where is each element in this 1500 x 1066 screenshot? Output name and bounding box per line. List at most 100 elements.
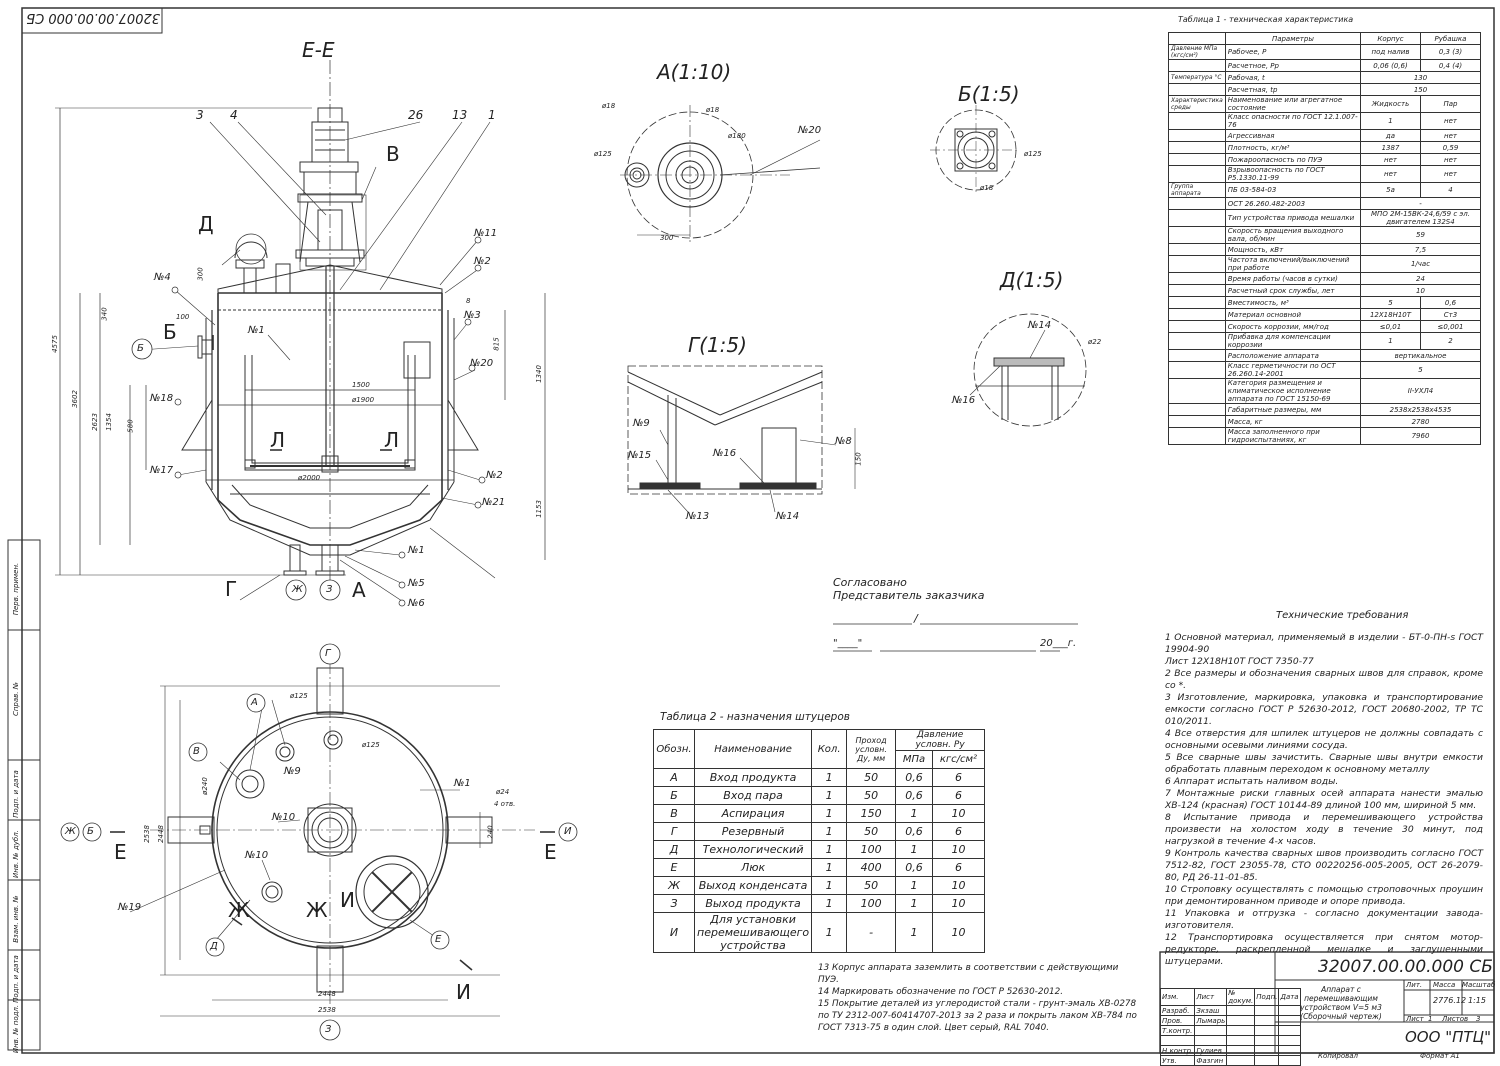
- pos-13: №13: [686, 511, 710, 522]
- nozzle-designation: Д: [653, 840, 695, 859]
- requirement-item: 10 Строповку осуществлять с помощью стро…: [1165, 884, 1483, 907]
- view-b: [930, 105, 1020, 195]
- side-stamp-label: Перв. примен.: [12, 562, 20, 616]
- pos-2b: №2: [486, 470, 503, 481]
- table1-value: 5: [1360, 361, 1481, 379]
- table1-value: 7960: [1360, 427, 1481, 445]
- table1-value: 1/час: [1360, 255, 1481, 273]
- format-label: Формат A1: [1420, 1052, 1460, 1060]
- table1-param: Рабочее, Р: [1224, 44, 1362, 60]
- table1-value-body: 5а: [1360, 182, 1421, 198]
- table1-group: [1168, 349, 1226, 362]
- dim-1900: ø1900: [352, 396, 375, 404]
- stamp-role: Разраб.: [1159, 1005, 1196, 1016]
- nozzle-name: Для установки перемешивающего устройства: [693, 912, 813, 953]
- dim-125-plan-b: ø125: [362, 741, 380, 749]
- callout-1: 1: [488, 108, 496, 122]
- stamp-row: Н.контр.Гулиев: [1159, 1045, 1301, 1056]
- stamp-header: № докум.: [1226, 988, 1256, 1006]
- stamp-date: [1254, 1025, 1280, 1036]
- requirement-item: 7 Монтажные риски главных осей аппарата …: [1165, 788, 1483, 811]
- note-item: 15 Покрытие деталей из углеродистой стал…: [818, 999, 1137, 1033]
- letter-a: А: [352, 578, 366, 602]
- stamp-extra: [1278, 1015, 1301, 1026]
- title-block-company: ООО "ПТЦ": [1405, 1028, 1492, 1046]
- requirement-item: 12 Транспортировка осуществляется при сн…: [1165, 932, 1483, 967]
- pos-1a: №1: [248, 325, 265, 336]
- table1-value: -: [1360, 197, 1481, 210]
- dim-4holes: 4 отв.: [494, 800, 516, 808]
- circle-e-plan: Е: [435, 934, 442, 945]
- requirements-list: 1 Основной материал, применяемый в издел…: [1165, 632, 1483, 968]
- requirement-item: 9 Контроль качества сварных швов произво…: [1165, 848, 1483, 883]
- table1-param: Категория размещения и климатическое исп…: [1224, 378, 1362, 404]
- side-stamp-label: Подп. и дата: [12, 770, 20, 818]
- table1-param: Вместимость, м³: [1224, 296, 1362, 309]
- stamp-row: Утв.Фазгин: [1159, 1055, 1301, 1066]
- callout-13: 13: [452, 108, 468, 122]
- stamp-date: [1254, 1045, 1280, 1056]
- dim-300-viewa: 300: [660, 234, 674, 242]
- table2-caption: Таблица 2 - назначения штуцеров: [660, 711, 850, 723]
- pos-20: №20: [470, 358, 494, 369]
- table1-value-body: нет: [1360, 153, 1421, 166]
- dim-100: 100: [176, 313, 190, 321]
- stamp-extra: [1278, 1005, 1301, 1016]
- pos-9-viewg: №9: [633, 418, 650, 429]
- stamp-header: Лист: [1194, 988, 1228, 1006]
- stamp-row: Разраб.Зкзаш: [1159, 1005, 1301, 1016]
- table1-value-body: 1387: [1360, 141, 1421, 154]
- nozzle-designation: Е: [653, 858, 695, 877]
- nozzle-name: Вход продукта: [693, 768, 813, 787]
- table1-param: Расчетное, Рр: [1224, 59, 1362, 72]
- nozzle-designation: А: [653, 768, 695, 787]
- table1-param: Частота включений/выключений при работе: [1224, 255, 1362, 273]
- requirement-item: 4 Все отверстия для шпилек штуцеров не д…: [1165, 728, 1483, 751]
- nozzle-name: Вход пара: [693, 786, 813, 805]
- notes-list: 13 Корпус аппарата заземлить в соответст…: [818, 962, 1140, 1034]
- nozzle-qty: 1: [811, 768, 848, 787]
- table1-value-body: ≤0,01: [1360, 320, 1421, 333]
- label-mass: Масса: [1433, 981, 1456, 989]
- pos-17: №17: [150, 465, 174, 476]
- dim-2448-h: 2448: [318, 990, 336, 998]
- stamp-role: Н.контр.: [1159, 1045, 1196, 1056]
- table1-value: 24: [1360, 272, 1481, 285]
- stamp-extra: [1278, 1055, 1301, 1066]
- side-stamp-label: Инв. № подл.: [12, 1004, 20, 1054]
- table1-group: [1168, 332, 1226, 350]
- letter-e-right: Е: [544, 840, 557, 864]
- table1-value: 2780: [1360, 415, 1481, 428]
- table1-group: [1168, 255, 1226, 273]
- table1-param: Скорость вращения выходного вала, об/мин: [1224, 226, 1362, 244]
- nozzle-dn: 50: [846, 822, 897, 841]
- approval-date-prefix: "____": [833, 638, 863, 649]
- nozzle-qty: 1: [811, 858, 848, 877]
- requirements-title: Технические требования: [1276, 610, 1409, 621]
- side-stamp-label: Инв. № дубл.: [12, 830, 20, 878]
- nozzle-qty: 1: [811, 786, 848, 805]
- stamp-sign: [1226, 1035, 1256, 1046]
- table1-param: Время работы (часов в сутки): [1224, 272, 1362, 285]
- stamp-date: [1254, 1055, 1280, 1066]
- letter-d: Д: [198, 212, 214, 236]
- table1-param: Взрывоопасность по ГОСТ Р5.1330.11-99: [1224, 165, 1362, 183]
- table1-param: Расположение аппарата: [1224, 349, 1362, 362]
- table1-value-body: нет: [1360, 165, 1421, 183]
- dim-24: ø24: [496, 788, 510, 796]
- nozzle-dn: 400: [846, 858, 897, 877]
- stamp-role: [1159, 1035, 1196, 1046]
- nozzle-qty: 1: [811, 912, 848, 953]
- stamp-extra: [1278, 1025, 1301, 1036]
- pos-15: №15: [628, 450, 652, 461]
- nozzle-kgs: 10: [931, 804, 986, 823]
